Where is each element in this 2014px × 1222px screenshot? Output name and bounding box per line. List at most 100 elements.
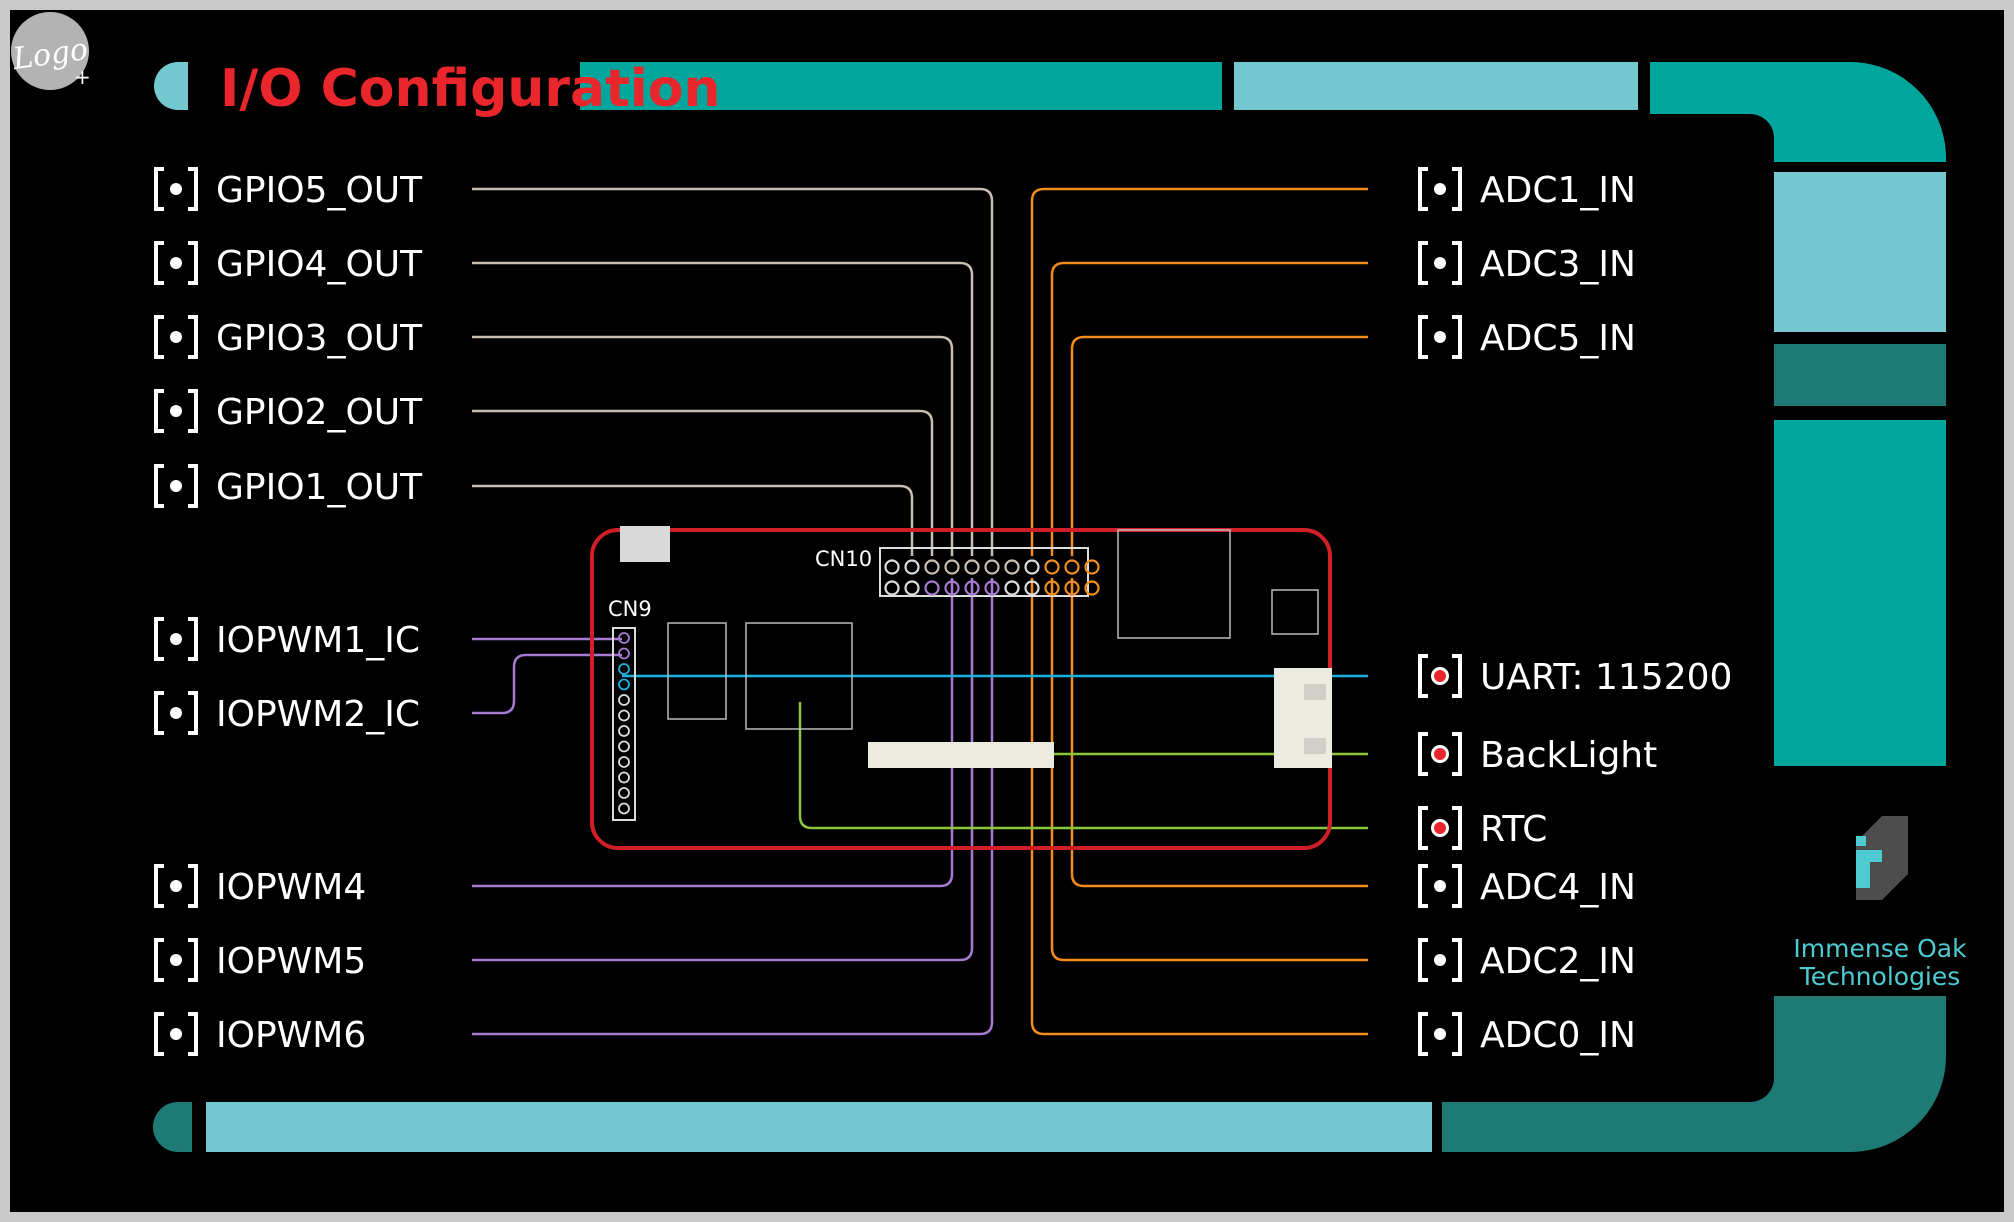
brand-name-line1: Immense Oak — [1793, 934, 1967, 963]
pin-adc2[interactable]: ADC2_IN — [1418, 938, 1636, 982]
pin-checkbox-dot — [1434, 954, 1446, 966]
cn10-pin-hole — [1064, 580, 1080, 596]
pin-checkbox-dot — [170, 480, 182, 492]
cn9-label: CN9 — [608, 597, 652, 621]
board-side-connector-notch-2 — [1304, 738, 1326, 754]
pin-checkbox-icon[interactable] — [1418, 864, 1462, 908]
pin-iopwm1-ic[interactable]: IOPWM1_IC — [154, 617, 420, 661]
pin-rtc[interactable]: RTC — [1418, 806, 1547, 850]
cn10-pin-hole — [884, 580, 900, 596]
pin-iopwm2-ic[interactable]: IOPWM2_IC — [154, 691, 420, 735]
pin-checkbox-dot — [1434, 257, 1446, 269]
pin-label: IOPWM4 — [216, 867, 366, 908]
board-ribbon-connector — [868, 742, 1054, 768]
pin-label: IOPWM2_IC — [216, 694, 420, 735]
pin-checkbox-icon[interactable] — [154, 389, 198, 433]
pin-adc1[interactable]: ADC1_IN — [1418, 167, 1636, 211]
pin-adc3[interactable]: ADC3_IN — [1418, 241, 1636, 285]
pin-gpio4[interactable]: GPIO4_OUT — [154, 241, 423, 285]
pin-checkbox-icon[interactable] — [1418, 1012, 1462, 1056]
pin-checkbox-icon[interactable] — [154, 315, 198, 359]
pin-adc4[interactable]: ADC4_IN — [1418, 864, 1636, 908]
pin-label: ADC3_IN — [1480, 244, 1636, 285]
left-pin-list: GPIO5_OUT GPIO4_OUT GPIO3_OUT GPIO2_OUT … — [154, 167, 423, 1056]
pin-checkbox-dot — [170, 880, 182, 892]
board-outline — [590, 528, 1332, 850]
pin-checkbox-icon[interactable] — [154, 691, 198, 735]
board-chip-1 — [667, 622, 727, 720]
pin-checkbox-dot — [170, 1028, 182, 1040]
frame-right-block-3 — [1774, 420, 1946, 766]
board-chip-4 — [1271, 589, 1319, 635]
frame-top-left-cap — [154, 62, 188, 110]
brand-logo: Immense Oak Technologies — [1793, 816, 1967, 991]
pin-gpio5[interactable]: GPIO5_OUT — [154, 167, 423, 211]
pin-checkbox-dot — [1434, 183, 1446, 195]
cn10-pin-hole — [944, 559, 960, 575]
pin-checkbox-icon[interactable] — [1418, 938, 1462, 982]
pin-checkbox-icon[interactable] — [154, 241, 198, 285]
pin-checkbox-dot — [170, 183, 182, 195]
cn10-pin-hole — [884, 559, 900, 575]
pin-iopwm5[interactable]: IOPWM5 — [154, 938, 366, 982]
pin-gpio2[interactable]: GPIO2_OUT — [154, 389, 423, 433]
logo[interactable]: Logo + — [10, 12, 91, 90]
wire-adc2 — [1050, 578, 1368, 962]
pin-label: GPIO1_OUT — [216, 467, 423, 508]
pin-checkbox-dot — [1434, 880, 1446, 892]
cn10-pin-hole — [904, 580, 920, 596]
brand-name-line2: Technologies — [1799, 962, 1961, 991]
logo-plus-icon: + — [74, 65, 91, 89]
wire-iopwm6 — [472, 578, 994, 1036]
pin-checkbox-icon[interactable] — [154, 167, 198, 211]
pin-iopwm4[interactable]: IOPWM4 — [154, 864, 366, 908]
pin-checkbox-icon[interactable] — [1418, 732, 1462, 776]
pin-label: GPIO2_OUT — [216, 392, 423, 433]
pin-checkbox-dot-active-center — [1434, 670, 1446, 682]
cn9-pin-hole — [618, 740, 630, 753]
pin-label: ADC4_IN — [1480, 867, 1636, 908]
pin-checkbox-icon[interactable] — [154, 864, 198, 908]
right-pin-list: ADC1_IN ADC3_IN ADC5_IN UART: 115200 Bac… — [1418, 167, 1732, 1056]
cn10-pin-hole — [1044, 559, 1060, 575]
cn10-pin-hole — [1084, 559, 1100, 575]
pin-label: GPIO4_OUT — [216, 244, 423, 285]
pin-backlight[interactable]: BackLight — [1418, 732, 1657, 776]
pin-iopwm6[interactable]: IOPWM6 — [154, 1012, 366, 1056]
pin-adc0[interactable]: ADC0_IN — [1418, 1012, 1636, 1056]
pin-uart[interactable]: UART: 115200 — [1418, 654, 1732, 698]
pin-checkbox-icon[interactable] — [154, 617, 198, 661]
board-usb-connector — [620, 526, 670, 562]
board-side-connector-notch-1 — [1304, 684, 1326, 700]
logo-badge-icon — [11, 12, 89, 90]
cn10-pin-hole — [1044, 580, 1060, 596]
pin-checkbox-icon[interactable] — [154, 938, 198, 982]
wire-gpio5 — [472, 187, 994, 556]
cn9-pin-hole — [618, 756, 630, 768]
pin-checkbox-icon[interactable] — [1418, 806, 1462, 850]
pin-gpio3[interactable]: GPIO3_OUT — [154, 315, 423, 359]
cn9-pins — [618, 632, 630, 815]
pin-checkbox-dot — [1434, 331, 1446, 343]
pin-checkbox-icon[interactable] — [154, 1012, 198, 1056]
cn10-pin-hole — [964, 559, 980, 575]
cn10-label: CN10 — [815, 547, 872, 571]
cn10-pin-hole — [924, 580, 940, 596]
board-chip-2 — [745, 622, 853, 730]
cn9-pin-hole — [618, 678, 630, 691]
pin-checkbox-icon[interactable] — [1418, 654, 1462, 698]
wires — [472, 187, 1368, 1036]
pin-label: IOPWM5 — [216, 941, 366, 982]
pin-checkbox-icon[interactable] — [1418, 315, 1462, 359]
wire-rtc — [798, 702, 1368, 830]
wire-adc0 — [1030, 578, 1368, 1036]
pin-adc5[interactable]: ADC5_IN — [1418, 315, 1636, 359]
cn10-pin-hole — [964, 580, 980, 596]
cn9-pin-hole — [618, 694, 630, 706]
pin-checkbox-icon[interactable] — [1418, 241, 1462, 285]
pin-gpio1[interactable]: GPIO1_OUT — [154, 464, 423, 508]
pin-checkbox-dot-active-center — [1434, 748, 1446, 760]
pin-checkbox-icon[interactable] — [1418, 167, 1462, 211]
pin-checkbox-icon[interactable] — [154, 464, 198, 508]
board: CN10 CN9 — [590, 526, 1332, 850]
